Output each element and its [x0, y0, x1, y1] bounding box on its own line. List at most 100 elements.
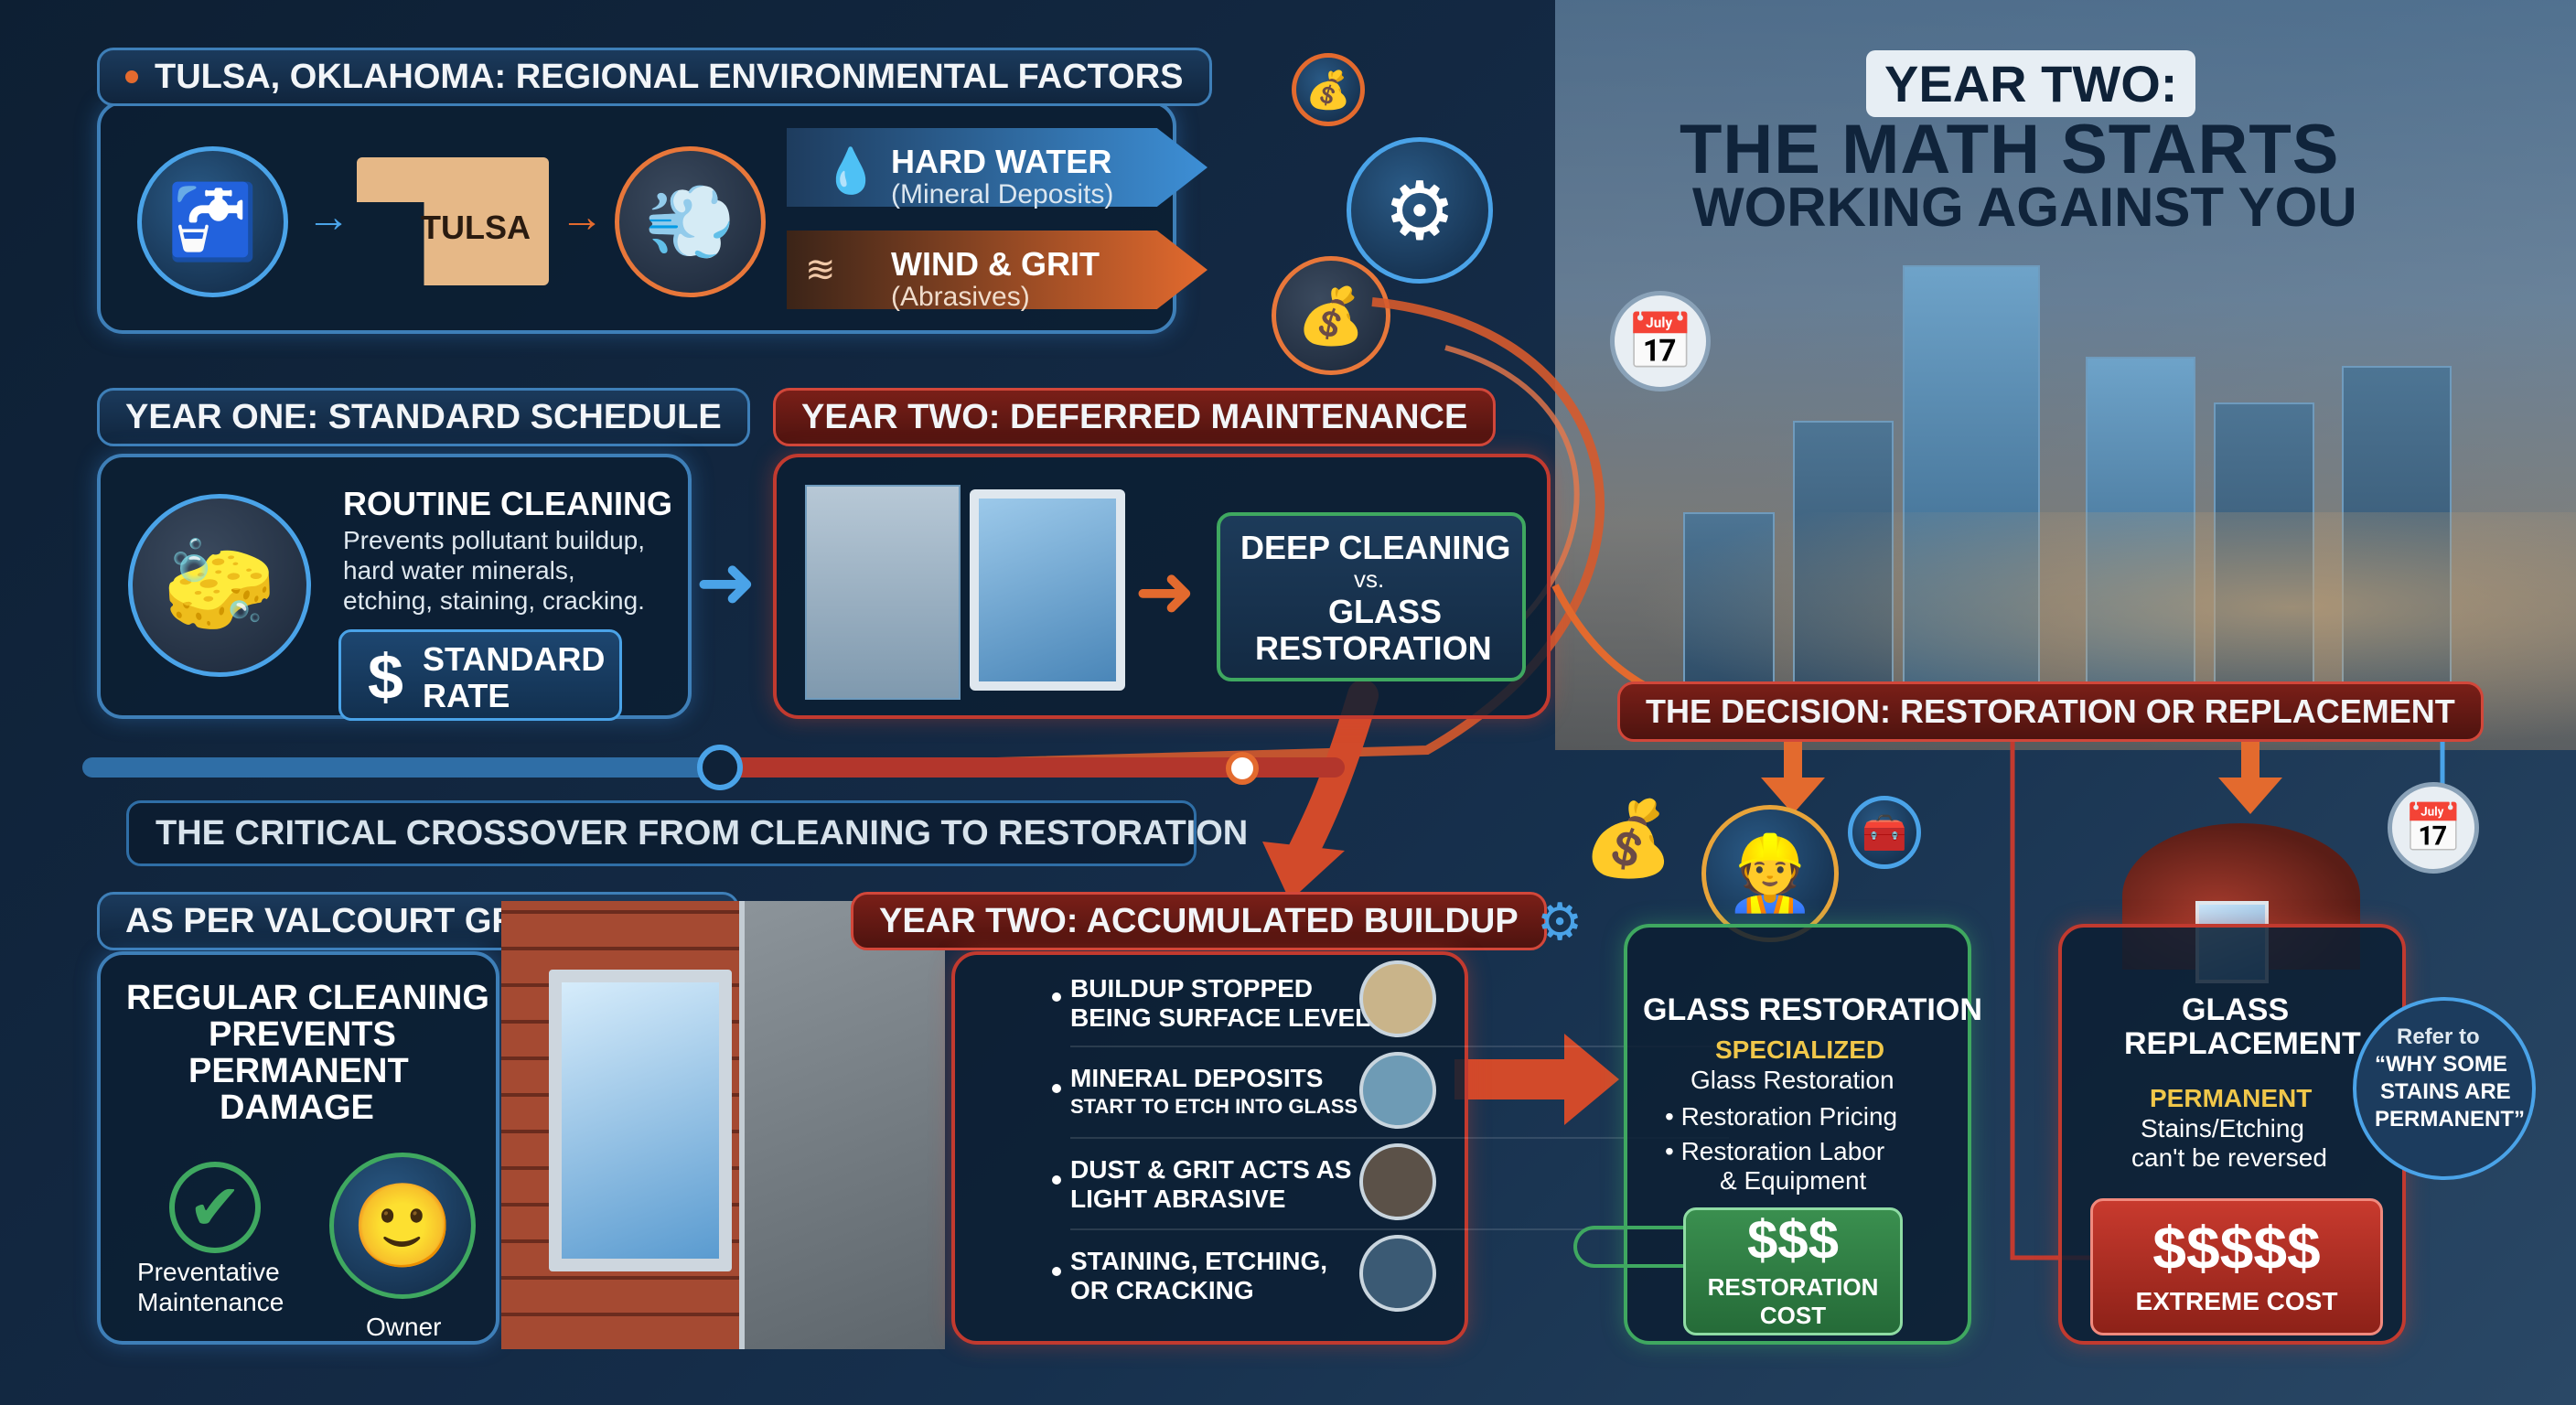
restoration-worker-avatar: 👷	[1701, 805, 1839, 942]
routine-cleaning-line1: Prevents pollutant buildup,	[343, 526, 645, 554]
calendar-icon: 📅	[1610, 291, 1711, 391]
header-line3: WORKING AGAINST YOU	[1692, 177, 2357, 238]
replacement-title-1: GLASS	[2182, 992, 2290, 1027]
standard-rate-line1: STANDARD	[423, 640, 606, 678]
bubble-line1: Refer to	[2397, 1024, 2480, 1049]
check-icon: ✔	[169, 1162, 261, 1253]
arrow-down-replacement-head	[2218, 778, 2282, 814]
year-one-title: YEAR ONE: STANDARD SCHEDULE	[97, 388, 750, 446]
polishing-pad-icon: 🧰	[1848, 796, 1921, 869]
buildup-item-2: MINERAL DEPOSITS START TO ETCH INTO GLAS…	[1052, 1056, 1729, 1139]
wind-grit-sub: (Abrasives)	[891, 282, 1030, 312]
standard-rate-symbol: $	[368, 641, 403, 713]
bullet-dot	[1052, 1267, 1061, 1276]
buildup-item-1: BUILDUP STOPPED BEING SURFACE LEVEL	[1052, 965, 1729, 1047]
routine-cleaning-heading: ROUTINE CLEANING	[343, 485, 672, 522]
buildup-item-1-line2: BEING SURFACE LEVEL	[1070, 1003, 1371, 1032]
restoration-price-label2: COST	[1759, 1302, 1827, 1329]
arrow-to-buildup	[1283, 680, 1379, 875]
restoration-cost-tag: $$$ RESTORATION COST	[1683, 1207, 1903, 1335]
arrow-year-one-to-two: ➜	[695, 542, 757, 623]
deep-cleaning-line3: RESTORATION	[1255, 629, 1492, 667]
buildup-title: YEAR TWO: ACCUMULATED BUILDUP	[851, 892, 1547, 950]
guide-heading-2: PREVENTS	[209, 1015, 396, 1054]
deep-cleaning-box	[1217, 512, 1526, 681]
gear-icon: ⚙	[1347, 137, 1493, 284]
restoration-bullet-3: & Equipment	[1720, 1166, 1867, 1195]
wind-lines-icon: ≋	[805, 250, 836, 290]
bullet-dot	[1052, 1084, 1061, 1093]
restoration-bullet-1: • Restoration Pricing	[1665, 1102, 1898, 1131]
map-label-tulsa: TULSA	[421, 209, 531, 246]
restoration-specialized: SPECIALIZED	[1715, 1035, 1885, 1064]
replacement-perm-line2: can't be reversed	[2131, 1143, 2327, 1172]
hard-water-sub: (Mineral Deposits)	[891, 179, 1114, 209]
arrow-map-to-wind: →	[560, 193, 604, 241]
deep-cleaning-line1: DEEP CLEANING	[1240, 529, 1511, 566]
calendar-clock-icon: 📅	[2388, 782, 2479, 874]
cracked-glass-swatch	[1359, 1235, 1436, 1312]
water-drop-icon: 💧	[823, 147, 878, 196]
money-gear-icon: 💰	[1272, 256, 1390, 375]
hard-water-label: HARD WATER	[891, 143, 1112, 180]
crossover-label: THE CRITICAL CROSSOVER FROM CLEANING TO …	[156, 814, 1249, 853]
deep-cleaning-line2: GLASS	[1328, 593, 1443, 630]
dust-grit-swatch	[1359, 1143, 1436, 1220]
regional-title-text: TULSA, OKLAHOMA: REGIONAL ENVIRONMENTAL …	[155, 57, 1184, 96]
buildup-item-3-line1: DUST & GRIT ACTS AS	[1070, 1155, 1352, 1184]
crossover-label-box	[126, 800, 1197, 866]
timeline-node	[697, 745, 743, 790]
decision-title: THE DECISION: RESTORATION OR REPLACEMENT	[1617, 681, 2484, 742]
clean-window	[549, 970, 732, 1271]
bullet-dot	[1052, 1175, 1061, 1185]
header-line2: THE MATH STARTS	[1680, 111, 2340, 188]
office-building-icon	[805, 485, 961, 700]
wind-icon: 💨	[615, 146, 766, 297]
dirty-window	[739, 901, 945, 1349]
bullet-dot	[125, 70, 138, 83]
routine-cleaning-line3: etching, staining, cracking.	[343, 586, 645, 615]
replacement-title-2: REPLACEMENT	[2124, 1026, 2361, 1061]
bubble-line4: PERMANENT”	[2375, 1107, 2526, 1132]
bubble-line2: “WHY SOME	[2375, 1052, 2507, 1077]
replacement-perm-line1: Stains/Etching	[2141, 1114, 2304, 1142]
restoration-title: GLASS RESTORATION	[1643, 992, 1982, 1027]
surface-buildup-swatch	[1359, 960, 1436, 1037]
money-bag-icon: 💰	[1292, 53, 1365, 126]
window-cleaner-avatar: 🧽	[128, 494, 311, 677]
buildup-item-2-line1: MINERAL DEPOSITS	[1070, 1064, 1324, 1092]
routine-cleaning-line2: hard water minerals,	[343, 556, 575, 585]
guide-heading-4: DAMAGE	[220, 1089, 374, 1127]
small-gear-icon: ⚙	[1537, 893, 1583, 950]
buildup-item-2-line2: START TO ETCH INTO GLASS	[1070, 1095, 1358, 1118]
guide-heading-1: REGULAR CLEANING	[126, 979, 489, 1017]
standard-rate-line2: RATE	[423, 677, 510, 714]
mineral-deposit-swatch	[1359, 1052, 1436, 1129]
timeline-node-orange	[1226, 752, 1259, 785]
extreme-cost-tag: $$$$$ EXTREME COST	[2090, 1198, 2383, 1335]
regional-factors-title: TULSA, OKLAHOMA: REGIONAL ENVIRONMENTAL …	[97, 48, 1212, 106]
restoration-tag-string	[1573, 1226, 1683, 1268]
restoration-bullet-2: • Restoration Labor	[1665, 1137, 1885, 1165]
owner-label: Owner	[366, 1313, 442, 1341]
bubble-line3: STAINS ARE	[2380, 1079, 2511, 1104]
restoration-panel	[1624, 924, 1971, 1345]
wind-grit-arrow	[787, 231, 1208, 309]
buildup-item-4-line1: STAINING, ETCHING,	[1070, 1247, 1328, 1275]
arrow-to-buildup-head	[1262, 842, 1345, 901]
guide-heading-3: PERMANENT	[188, 1052, 409, 1090]
arrow-window-to-box: ➜	[1134, 551, 1197, 632]
check-label-1: Preventative	[137, 1258, 280, 1286]
arrow-faucet-to-map: →	[306, 193, 350, 241]
restoration-price: $$$	[1746, 1209, 1840, 1271]
year-two-deferred-title: YEAR TWO: DEFERRED MAINTENANCE	[773, 388, 1497, 446]
buildup-item-4: STAINING, ETCHING, OR CRACKING	[1052, 1239, 1729, 1322]
arrow-down-restoration-head	[1761, 778, 1825, 814]
check-label-2: Maintenance	[137, 1288, 284, 1316]
standard-rate-tag	[338, 629, 622, 721]
buildup-item-1-line1: BUILDUP STOPPED	[1070, 974, 1314, 1003]
speech-bubble	[2353, 997, 2536, 1180]
restoration-specialized-sub: Glass Restoration	[1690, 1066, 1894, 1094]
replacement-permanent: PERMANENT	[2150, 1084, 2313, 1112]
money-bag-green-icon: 💰	[1583, 798, 1674, 879]
